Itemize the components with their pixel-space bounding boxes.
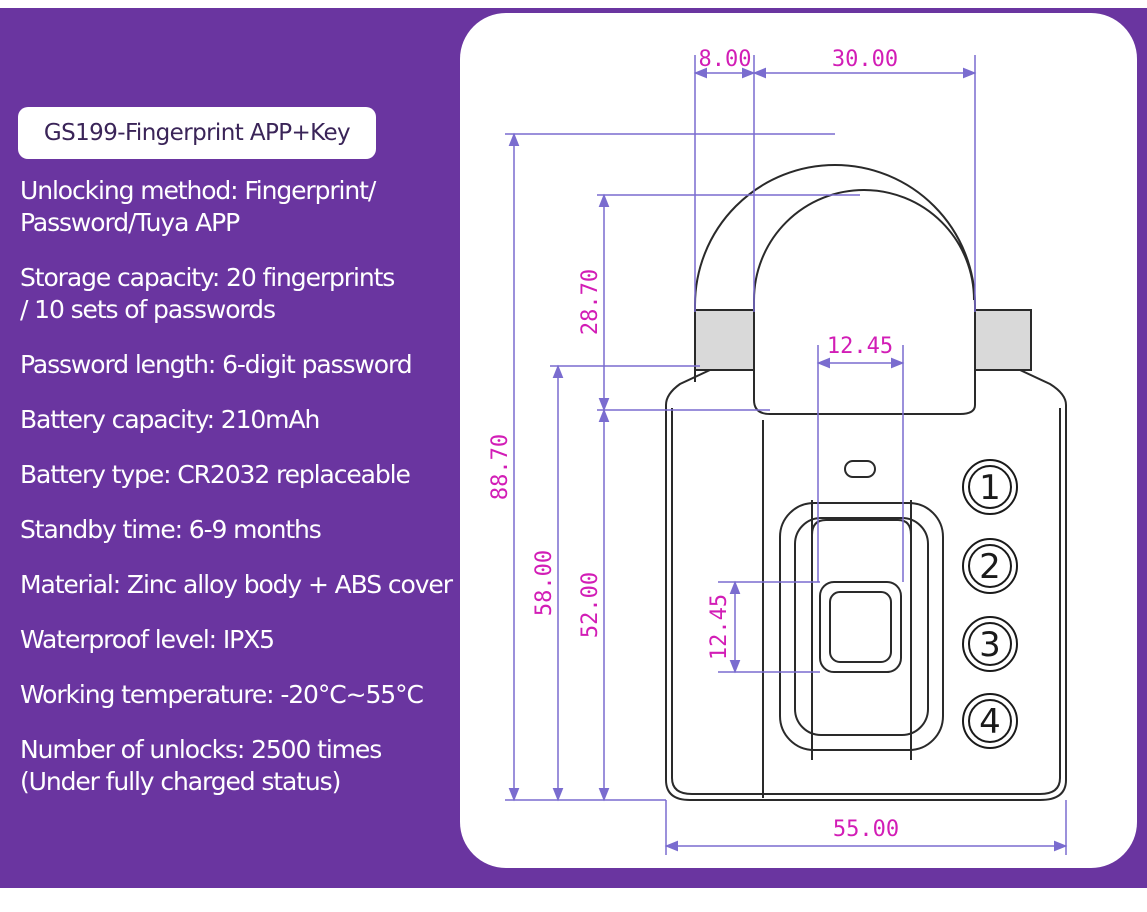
spec-password-length: Password length: 6-digit password: [20, 350, 413, 379]
spec-number-of-unlocks: Number of unlocks: 2500 times(Under full…: [20, 735, 382, 796]
lock-body: [665, 369, 1067, 801]
dim-sensor-width: 12.45: [827, 334, 893, 359]
dim-panel-height: 52.00: [578, 572, 603, 638]
dim-shackle-thickness: 8.00: [699, 47, 752, 72]
spec-battery-capacity: Battery capacity: 210mAh: [20, 405, 320, 434]
shackle-sleeve-right: [974, 309, 1032, 371]
spec-battery-type: Battery type: CR2032 replaceable: [20, 460, 411, 489]
spec-list: Unlocking method: Fingerprint/Password/T…: [20, 175, 460, 798]
key-2-label: 2: [979, 547, 1001, 587]
dim-overall-height: 88.70: [488, 434, 513, 500]
dimension-lines: [505, 55, 1068, 855]
fingerprint-frame-outer: [779, 502, 944, 751]
spec-storage-capacity: Storage capacity: 20 fingerprints/ 10 se…: [20, 263, 395, 324]
drawing-panel: [460, 13, 1137, 868]
dim-body-height: 58.00: [532, 550, 557, 616]
indicator-led: [844, 460, 876, 478]
product-title: GS199-Fingerprint APP+Key: [43, 120, 351, 146]
spec-standby-time: Standby time: 6-9 months: [20, 515, 322, 544]
key-4-label: 4: [979, 702, 1001, 742]
dim-shackle-width: 30.00: [832, 47, 898, 72]
key-3-label: 3: [979, 625, 1001, 665]
spec-working-temperature: Working temperature: -20°C~55°C: [20, 680, 424, 709]
spec-waterproof-level: Waterproof level: IPX5: [20, 625, 275, 654]
dim-sensor-height: 12.45: [707, 594, 732, 660]
dim-shackle-height: 28.70: [578, 269, 603, 335]
fingerprint-sensor: [819, 581, 902, 673]
shackle: [694, 164, 976, 312]
spec-material: Material: Zinc alloy body + ABS cover: [20, 570, 453, 599]
key-1-label: 1: [979, 468, 1001, 508]
dim-body-width: 55.00: [833, 817, 899, 842]
spec-unlocking-method: Unlocking method: Fingerprint/Password/T…: [20, 176, 376, 237]
shackle-sleeve-left: [694, 309, 755, 371]
keypad: [962, 459, 1018, 749]
padlock-outline: [665, 164, 1067, 801]
product-title-badge: GS199-Fingerprint APP+Key: [18, 107, 376, 159]
